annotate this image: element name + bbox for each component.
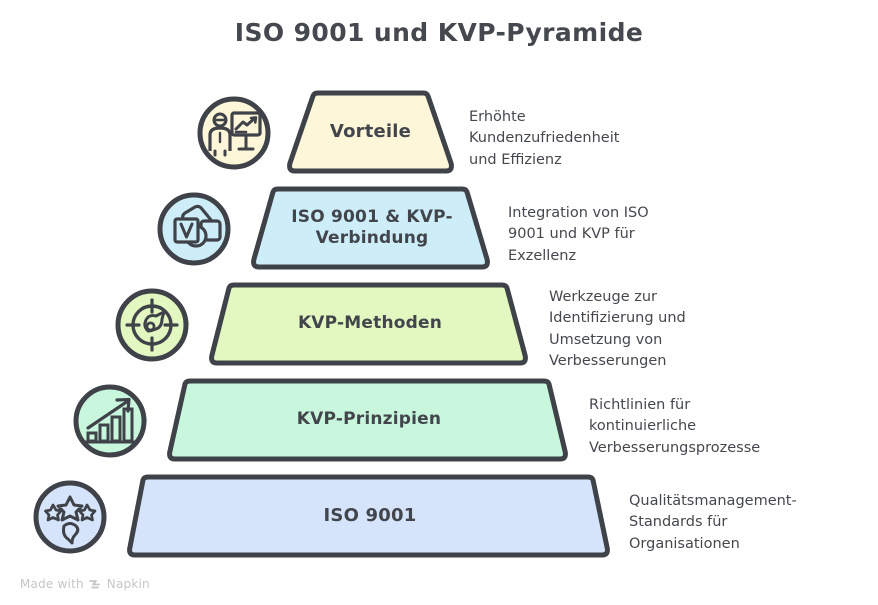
watermark-brand-label: Napkin xyxy=(106,577,150,591)
pyramid-level-kvp-methoden[interactable]: KVP-Methoden Werkzeuge zur Identifizieru… xyxy=(0,277,878,373)
pyramid-band-vorteile[interactable]: Vorteile xyxy=(283,89,458,175)
napkin-watermark: Made with Napkin xyxy=(20,577,150,591)
page-title: ISO 9001 und KVP-Pyramide xyxy=(234,18,644,47)
stars-quality-badge-icon xyxy=(30,477,110,557)
pyramid-level-label: Vorteile xyxy=(329,120,412,142)
target-gauge-icon xyxy=(112,285,192,365)
growth-bar-chart-icon xyxy=(70,381,150,461)
presentation-growth-person-icon xyxy=(194,93,274,173)
pyramid-level-iso-kvp-verbindung[interactable]: ISO 9001 & KVP-Verbindung Integration vo… xyxy=(0,181,878,277)
pyramid-level-label: KVP-Prinzipien xyxy=(296,409,442,430)
pyramid-band-iso-9001[interactable]: ISO 9001 xyxy=(123,473,617,559)
pyramid-level-vorteile[interactable]: Vorteile Erhöhte Kundenzufriedenheit und… xyxy=(0,85,878,181)
overlapping-shapes-v-icon xyxy=(154,189,234,269)
pyramid-level-description: Integration von ISO 9001 und KVP für Exz… xyxy=(508,205,649,264)
pyramid-level-iso-9001[interactable]: ISO 9001 Qualitätsmanagement- Standards … xyxy=(0,469,878,565)
pyramid-band-kvp-prinzipien[interactable]: KVP-Prinzipien xyxy=(163,377,575,463)
pyramid-level-kvp-prinzipien[interactable]: KVP-Prinzipien Richtlinien für kontinuie… xyxy=(0,373,878,469)
pyramid-level-label: ISO 9001 & KVP-Verbindung xyxy=(291,206,453,248)
pyramid-level-description: Erhöhte Kundenzufriedenheit und Effizien… xyxy=(469,109,620,168)
pyramid-level-label: KVP-Methoden xyxy=(297,313,443,334)
napkin-chevrons-icon xyxy=(88,578,102,591)
pyramid-level-label: ISO 9001 xyxy=(323,504,417,526)
pyramid-band-iso-kvp-verbindung[interactable]: ISO 9001 & KVP-Verbindung xyxy=(247,185,497,271)
pyramid-level-description: Richtlinien für kontinuierliche Verbesse… xyxy=(589,397,761,456)
pyramid-level-description: Werkzeuge zur Identifizierung und Umsetz… xyxy=(549,289,686,370)
pyramid-level-description: Qualitätsmanagement- Standards für Organ… xyxy=(629,493,797,552)
watermark-made-with-label: Made with xyxy=(20,577,84,591)
pyramid-band-kvp-methoden[interactable]: KVP-Methoden xyxy=(205,281,535,367)
